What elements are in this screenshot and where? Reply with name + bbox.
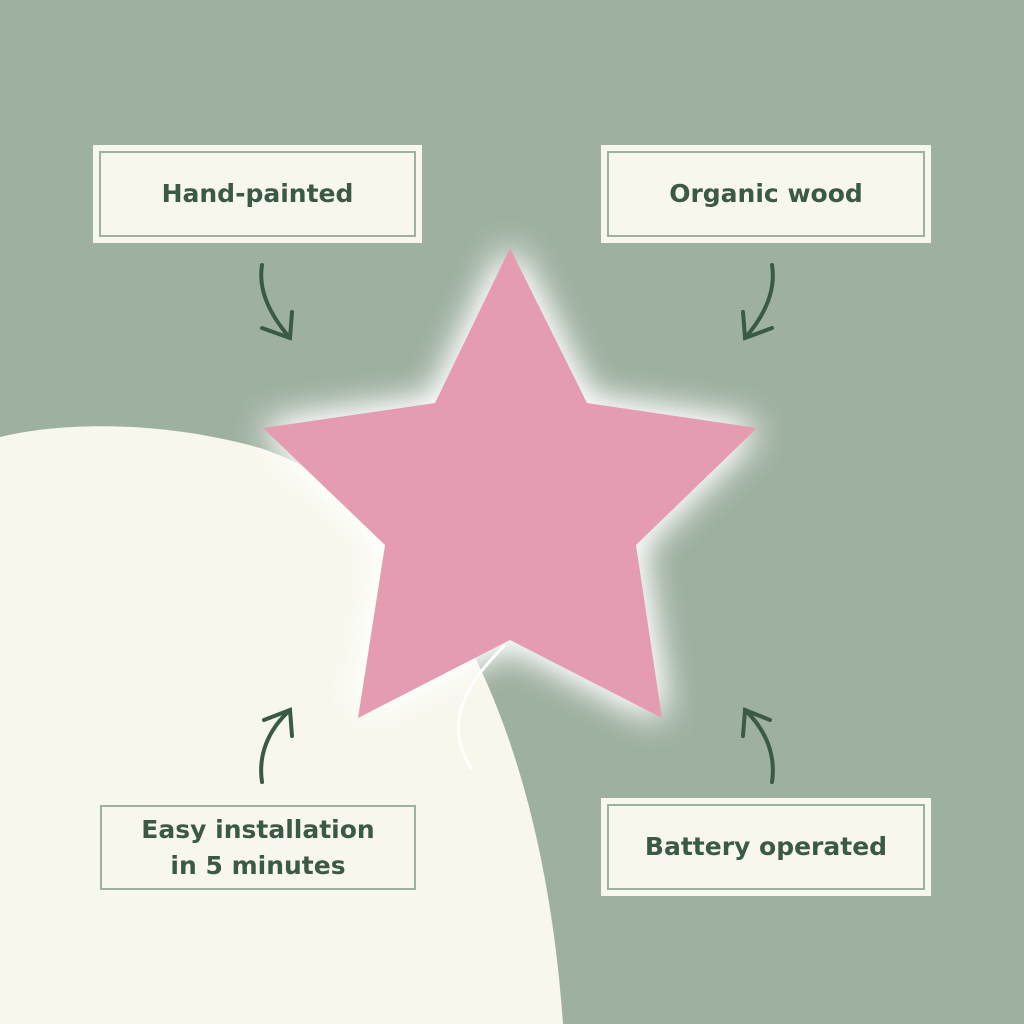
feature-frame: Battery operated [607, 804, 925, 890]
feature-easy-installation: Easy installation in 5 minutes [100, 805, 416, 890]
pink-star-lamp [263, 248, 757, 718]
feature-frame: Hand-painted [99, 151, 416, 237]
feature-frame: Easy installation in 5 minutes [100, 805, 416, 890]
feature-label: Organic wood [669, 179, 863, 208]
feature-label-line2: in 5 minutes [170, 850, 346, 880]
feature-label: Hand-painted [161, 179, 354, 208]
feature-label: Battery operated [644, 832, 888, 861]
arrow-up-left-icon [259, 707, 294, 784]
feature-battery-operated: Battery operated [601, 798, 931, 896]
cable [456, 643, 507, 771]
feature-frame: Organic wood [607, 151, 925, 237]
feature-organic-wood: Organic wood [601, 145, 931, 243]
arrow-up-right-icon [741, 707, 775, 784]
arrow-down-right-icon [741, 263, 775, 341]
feature-hand-painted: Hand-painted [93, 145, 422, 243]
arrow-down-left-icon [259, 263, 294, 341]
feature-label-line1: Easy installation [141, 814, 375, 844]
